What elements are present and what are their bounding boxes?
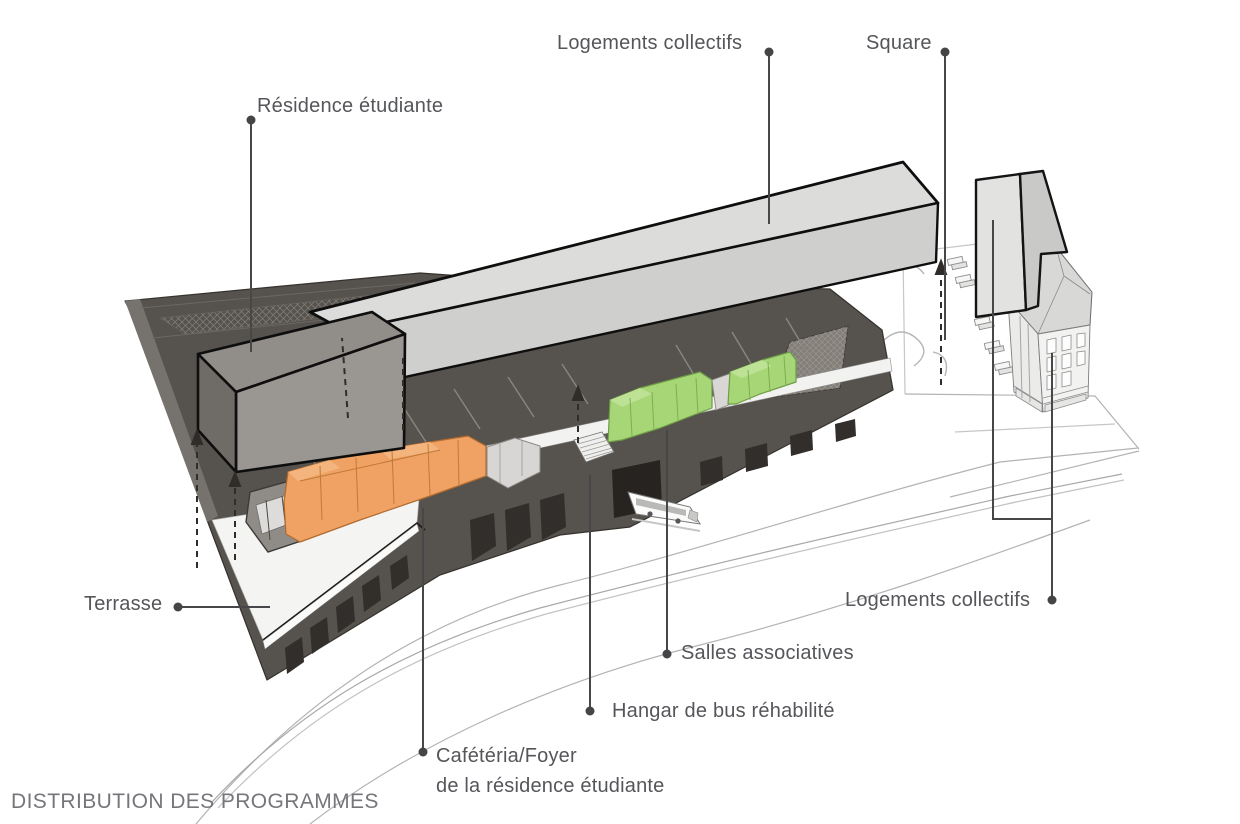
right-box-front-face: [1018, 169, 1069, 312]
right-street-inner: [954, 423, 1116, 433]
arrow-up-icon: [934, 258, 948, 275]
facade-bay: [790, 430, 813, 456]
road-centerline-2: [217, 479, 1125, 809]
bus-wheel: [675, 518, 681, 524]
label-terrasse: Terrasse: [84, 593, 163, 615]
right-gray-rooms-walls: [499, 440, 523, 483]
right-street-edge-top: [904, 393, 1140, 450]
leader-dot: [940, 47, 950, 57]
leader-dot: [764, 47, 774, 57]
green-volume-1-top: [610, 388, 652, 407]
facade-bay: [505, 503, 531, 551]
label-salles-associatives: Salles associatives: [681, 642, 854, 664]
hangar-facade-bays: [285, 419, 856, 674]
leader-dot: [1047, 595, 1057, 605]
bus-windshield: [687, 509, 699, 523]
bus-window-band: [636, 498, 686, 516]
facade-bay: [310, 617, 329, 654]
existing-building-cornice: [1013, 385, 1089, 405]
logements-collectifs-right-box: [974, 169, 1069, 319]
terrace-fascia: [262, 523, 420, 650]
page-title: DISTRIBUTION DES PROGRAMMES: [11, 790, 379, 813]
label-cafeteria-line2: de la résidence étudiante: [436, 775, 665, 797]
arrow-up-icon: [190, 428, 204, 445]
circulation-arrows: [190, 258, 948, 568]
leader-dot: [246, 115, 256, 125]
leader-dot: [662, 649, 672, 659]
bus-wheel: [647, 511, 653, 517]
label-hangar-de-bus: Hangar de bus réhabilité: [612, 700, 835, 722]
stairs: [573, 431, 615, 463]
road-edge-upper: [195, 447, 1139, 824]
facade-bay: [700, 456, 723, 486]
label-residence-etudiante: Résidence étudiante: [257, 95, 444, 117]
residence-etudiante-box: [196, 310, 407, 474]
facade-bay: [336, 596, 355, 633]
leader-logements-right-bracket: [992, 220, 1053, 596]
facade-bay: [540, 493, 566, 540]
label-logements-collectifs-right: Logements collectifs: [845, 589, 1031, 611]
residence-left-face: [196, 352, 238, 474]
play-path-arc: [881, 331, 925, 367]
cafeteria-top-flap: [288, 460, 340, 481]
facade-bay: [470, 513, 496, 561]
play-path-arc: [932, 351, 948, 377]
label-square: Square: [866, 32, 932, 54]
cafeteria-foyer-volumes: [245, 435, 541, 553]
hangar-parapet-top: [125, 299, 218, 522]
cafeteria-wall-lines: [299, 439, 460, 521]
label-cafeteria-line1: Cafétéria/Foyer: [436, 745, 577, 767]
leader-dot: [585, 706, 595, 716]
existing-building-roof-ridges: [1037, 246, 1091, 335]
leader-dot: [173, 602, 183, 612]
green-volume-2-top: [730, 360, 772, 378]
stairs-steps: [577, 435, 614, 460]
cafeteria-top-flap: [380, 442, 440, 459]
facade-bay: [390, 555, 409, 590]
arrow-up-icon: [571, 384, 585, 401]
leader-dots: [173, 47, 1057, 757]
leader-dot: [418, 747, 428, 757]
right-street-edge-bottom: [949, 450, 1140, 498]
label-cafeteria-foyer: Cafétéria/Foyer de la résidence étudiant…: [436, 741, 665, 801]
label-logements-collectifs-top: Logements collectifs: [557, 32, 743, 54]
facade-bay: [285, 637, 304, 674]
facade-bay: [362, 575, 381, 612]
facade-bay: [745, 443, 768, 472]
dashed-line: [341, 337, 349, 419]
existing-building-shopfront: [1015, 387, 1087, 413]
facade-bay: [835, 419, 856, 442]
leader-lines: [182, 56, 1053, 748]
existing-building-left-window-slits: [1019, 315, 1031, 403]
green-volume-1-frames: [629, 377, 699, 437]
green-volume-2-frames: [747, 355, 787, 401]
road-centerline-1: [211, 473, 1123, 803]
arrow-up-icon: [228, 470, 242, 487]
salles-associatives-volumes: [607, 351, 797, 443]
stairs-plane: [573, 431, 615, 463]
right-box-left-face: [974, 172, 1028, 319]
